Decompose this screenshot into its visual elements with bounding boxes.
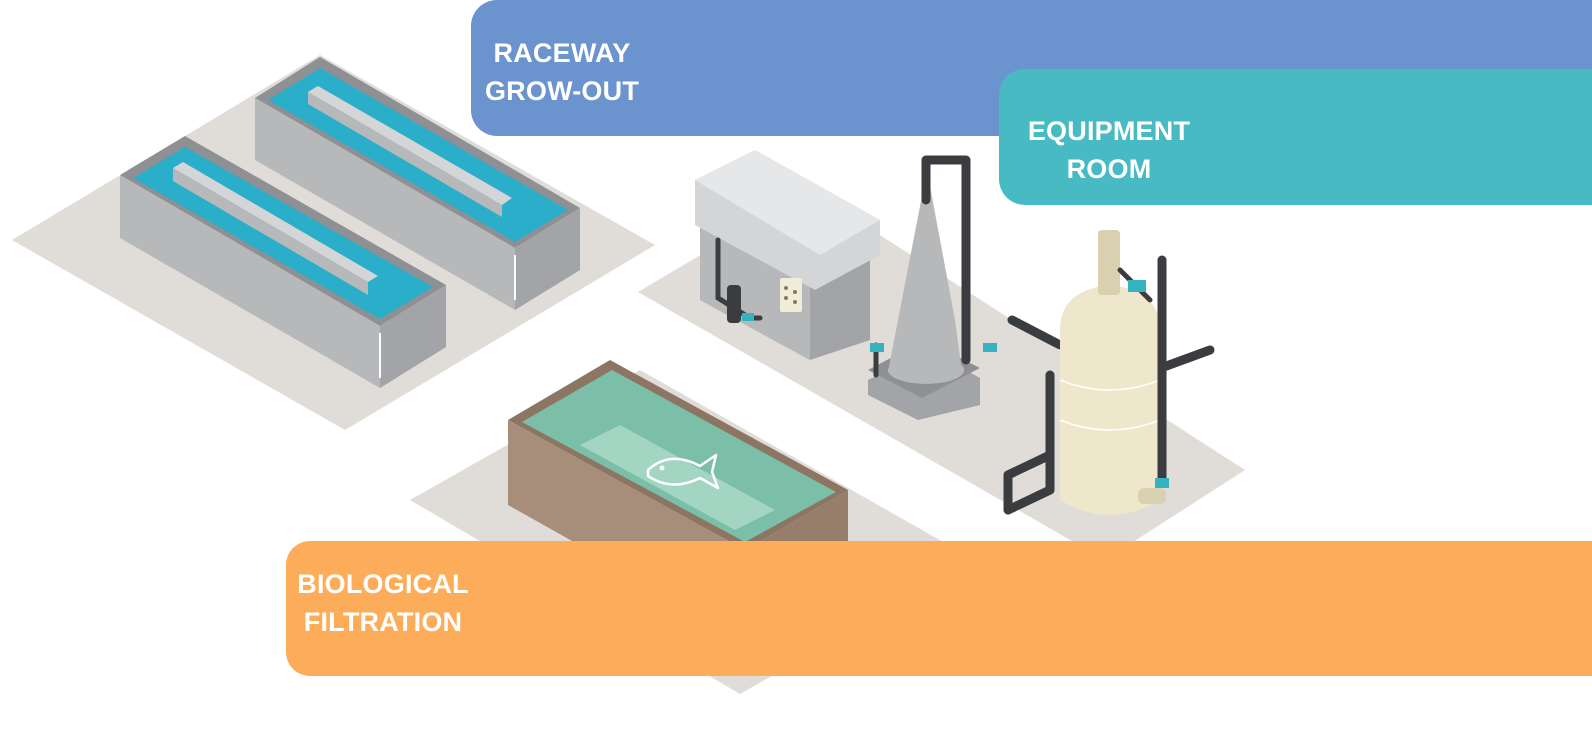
bio-label-line1: BIOLOGICAL — [293, 565, 473, 603]
raceway-label-line1: RACEWAY — [482, 34, 642, 72]
raceway-grow-out-label: RACEWAY GROW-OUT — [482, 34, 642, 110]
raceway-label-line2: GROW-OUT — [482, 72, 642, 110]
equipment-room-label: EQUIPMENT ROOM — [1018, 112, 1200, 188]
equipment-label-line1: EQUIPMENT — [1018, 112, 1200, 150]
bio-label-line2: FILTRATION — [293, 603, 473, 641]
biological-filtration-label: BIOLOGICAL FILTRATION — [293, 565, 473, 641]
biological-filtration-banner — [286, 541, 1592, 676]
equipment-label-line2: ROOM — [1018, 150, 1200, 188]
